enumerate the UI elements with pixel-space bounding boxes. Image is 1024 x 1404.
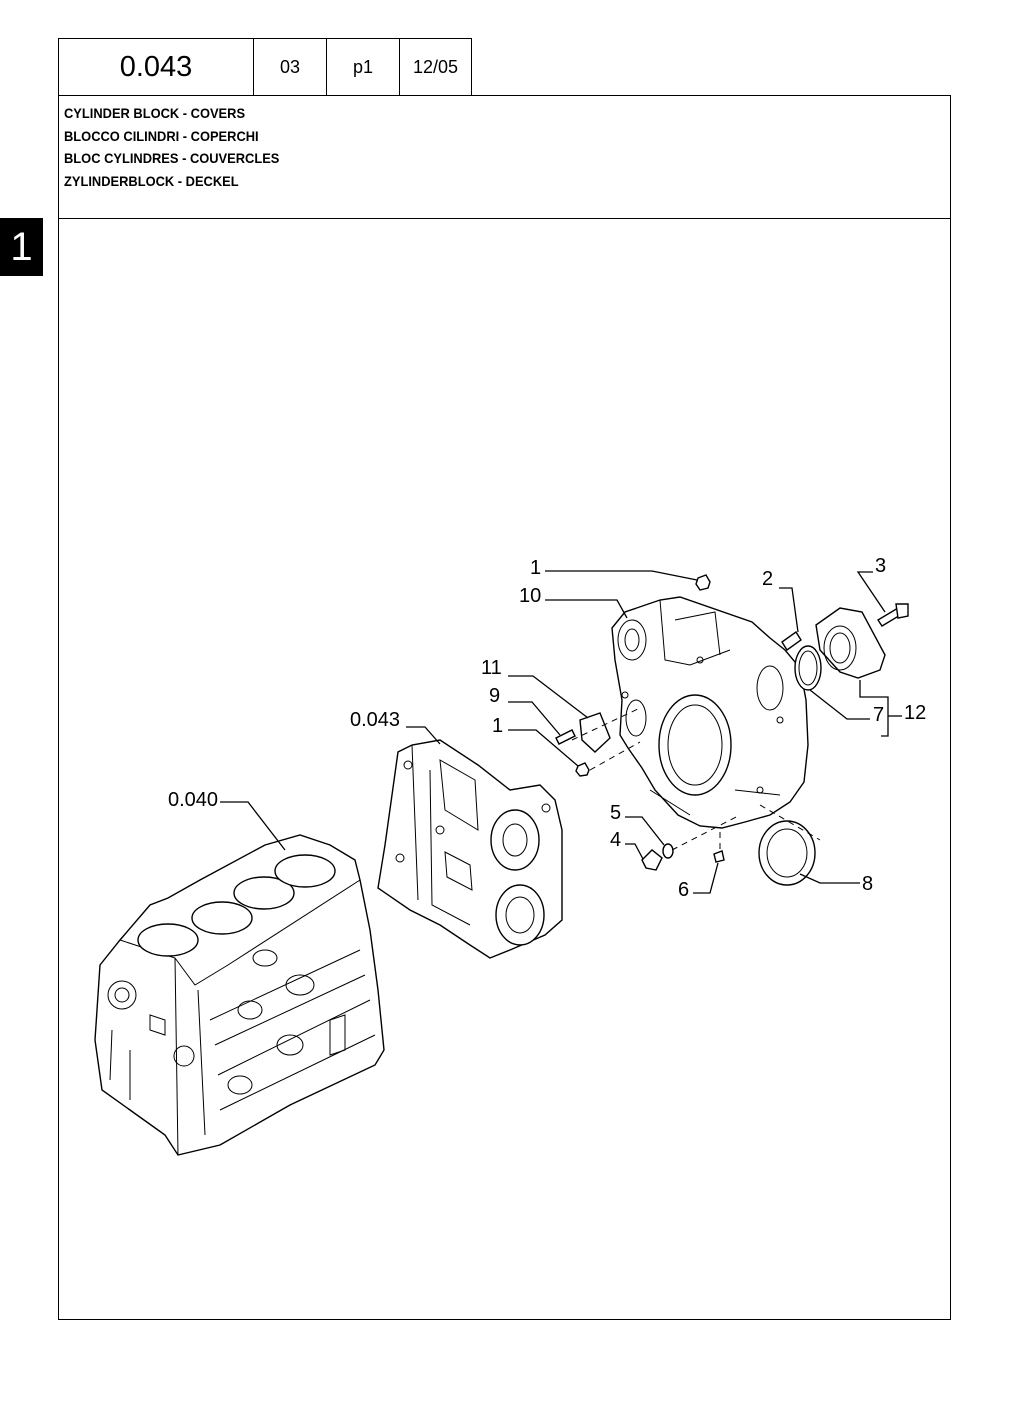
title-italian: BLOCCO CILINDRI - COPERCHI	[64, 127, 259, 144]
title-english: CYLINDER BLOCK - COVERS	[64, 105, 246, 121]
section-tab: 1	[0, 218, 43, 276]
title-french: BLOC CYLINDRES - COUVERCLES	[64, 150, 280, 166]
title-box: CYLINDER BLOCK - COVERS BLOCCO CILINDRI …	[58, 95, 951, 219]
title-german: ZYLINDERBLOCK - DECKEL	[64, 172, 239, 189]
group-number: 03	[253, 38, 327, 96]
page-indicator: p1	[326, 38, 400, 96]
revision-date: 12/05	[399, 38, 472, 96]
drawing-area	[58, 218, 951, 1320]
reference-code: 0.043	[58, 38, 254, 96]
